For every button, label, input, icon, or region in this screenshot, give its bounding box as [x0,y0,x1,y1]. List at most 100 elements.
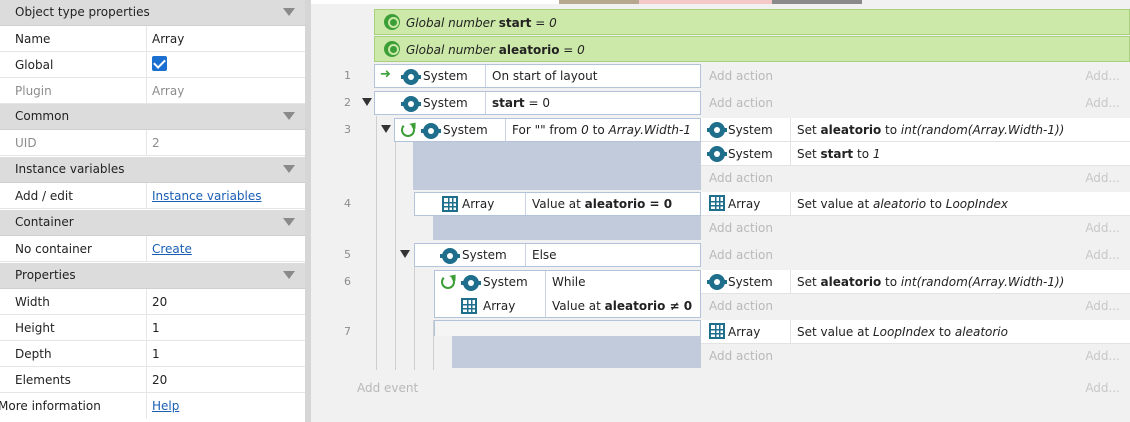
separator [485,65,486,87]
section-label: Instance variables [15,162,125,176]
add-action-label: Add action [709,171,773,185]
global-checkbox[interactable] [152,56,167,71]
loop-icon [441,275,455,289]
event-6-add-action[interactable]: Add action Add... [701,294,1130,318]
create-container-link[interactable]: Create [152,242,192,256]
divider [146,289,147,315]
event-6-conditions[interactable]: System While Array Value at aleatorio ≠ … [434,270,701,318]
prop-row-global[interactable]: Global [0,52,305,78]
add-short-label: Add... [1085,221,1120,235]
prop-value[interactable]: 1 [152,347,160,361]
condition-text: start = 0 [492,96,550,110]
prop-value[interactable]: 1 [152,321,160,335]
divider [146,315,147,341]
event-7-condition[interactable] [434,320,701,336]
event-sheet[interactable]: Global number start = 0 Global number al… [311,0,1130,422]
help-link[interactable]: Help [152,399,180,413]
global-variable-aleatorio[interactable]: Global number aleatorio = 0 [374,36,1130,62]
properties-panel: Object type properties Name Array Global… [0,0,305,422]
array-grid-icon [442,196,458,212]
prop-value[interactable]: 20 [152,373,168,387]
prop-key: Name [15,32,51,46]
prop-row-height[interactable]: Height 1 [0,315,305,341]
event-5-condition[interactable]: System Else [414,243,701,267]
event-7-add-action[interactable]: Add action Add... [701,344,1130,368]
prop-row-no-container: No container Create [0,236,305,262]
separator [790,142,791,166]
object-name: Array [483,299,516,313]
add-action-label: Add action [709,221,773,235]
separator [525,244,526,266]
prop-row-depth[interactable]: Depth 1 [0,341,305,367]
prop-row-width[interactable]: Width 20 [0,289,305,315]
event-3-action-2[interactable]: System Set start to 1 [701,142,1130,166]
event-3-action-1[interactable]: System Set aleatorio to int(random(Array… [701,118,1130,142]
prop-row-plugin: Plugin Array [0,78,305,104]
separator [790,270,791,294]
condition-text: Value at aleatorio = 0 [532,197,673,211]
collapse-triangle-icon[interactable] [283,165,295,173]
object-name: Array [728,325,761,339]
section-common[interactable]: Common [0,104,305,130]
object-name: System [728,147,773,161]
collapse-arrow-icon[interactable] [381,125,391,133]
event-6-action-1[interactable]: System Set aleatorio to int(random(Array… [701,270,1130,294]
section-object-type-properties[interactable]: Object type properties [0,0,305,26]
system-gear-icon [440,248,460,264]
collapse-triangle-icon[interactable] [283,271,295,279]
event-number: 5 [344,248,351,261]
action-text: Set value at aleatorio to LoopIndex [797,197,1008,211]
tab-thumb [639,0,772,4]
separator [790,320,791,344]
indent-guide [395,142,396,370]
collapse-arrow-icon[interactable] [362,98,372,106]
separator [485,92,486,114]
section-label: Object type properties [15,5,150,19]
condition-text: While [552,275,586,289]
event-7-action-1[interactable]: Array Set value at LoopIndex to aleatori… [701,320,1130,344]
prop-key: Global [15,58,54,72]
event-3-condition[interactable]: System For "" from 0 to Array.Width-1 [394,118,701,142]
collapse-arrow-icon[interactable] [400,250,410,258]
event-4-action-1[interactable]: Array Set value at aleatorio to LoopInde… [701,192,1130,216]
collapse-triangle-icon[interactable] [283,8,295,16]
prop-value[interactable]: 20 [152,295,168,309]
divider [146,26,147,52]
section-label: Common [15,109,70,123]
event-3-add-action[interactable]: Add action Add... [701,166,1130,190]
separator [790,118,791,142]
section-instance-variables[interactable]: Instance variables [0,157,305,183]
system-gear-icon [401,69,421,85]
add-event-button[interactable]: Add event [357,381,419,395]
object-name: Array [728,197,761,211]
event-1-add-action[interactable]: Add action Add... [701,64,1130,88]
section-properties[interactable]: Properties [0,263,305,289]
add-short-label: Add... [1085,96,1120,110]
indent-guide [433,320,434,370]
event-5-add-action[interactable]: Add action Add... [701,243,1130,267]
object-name: System [728,123,773,137]
prop-value[interactable]: Array [152,32,185,46]
collapse-triangle-icon[interactable] [283,218,295,226]
divider [146,236,147,262]
system-gear-icon [707,122,727,138]
prop-key: No container [15,242,92,256]
add-short-label[interactable]: Add... [1085,381,1120,395]
prop-row-name[interactable]: Name Array [0,26,305,52]
object-name: System [443,123,488,137]
global-variable-start[interactable]: Global number start = 0 [374,9,1130,35]
instance-variables-link[interactable]: Instance variables [152,189,262,203]
event-2-condition[interactable]: System start = 0 [374,91,701,115]
panel-splitter[interactable] [305,0,311,422]
event-4-condition[interactable]: Array Value at aleatorio = 0 [414,192,701,216]
event-4-add-action[interactable]: Add action Add... [701,216,1130,240]
section-container[interactable]: Container [0,210,305,236]
event-1-condition[interactable]: ➜ System On start of layout [374,64,701,88]
collapse-triangle-icon[interactable] [283,112,295,120]
prop-key: Depth [15,347,52,361]
add-action-label: Add action [709,248,773,262]
event-2-add-action[interactable]: Add action Add... [701,91,1130,115]
prop-row-elements[interactable]: Elements 20 [0,367,305,393]
add-action-label: Add action [709,299,773,313]
add-short-label: Add... [1085,248,1120,262]
